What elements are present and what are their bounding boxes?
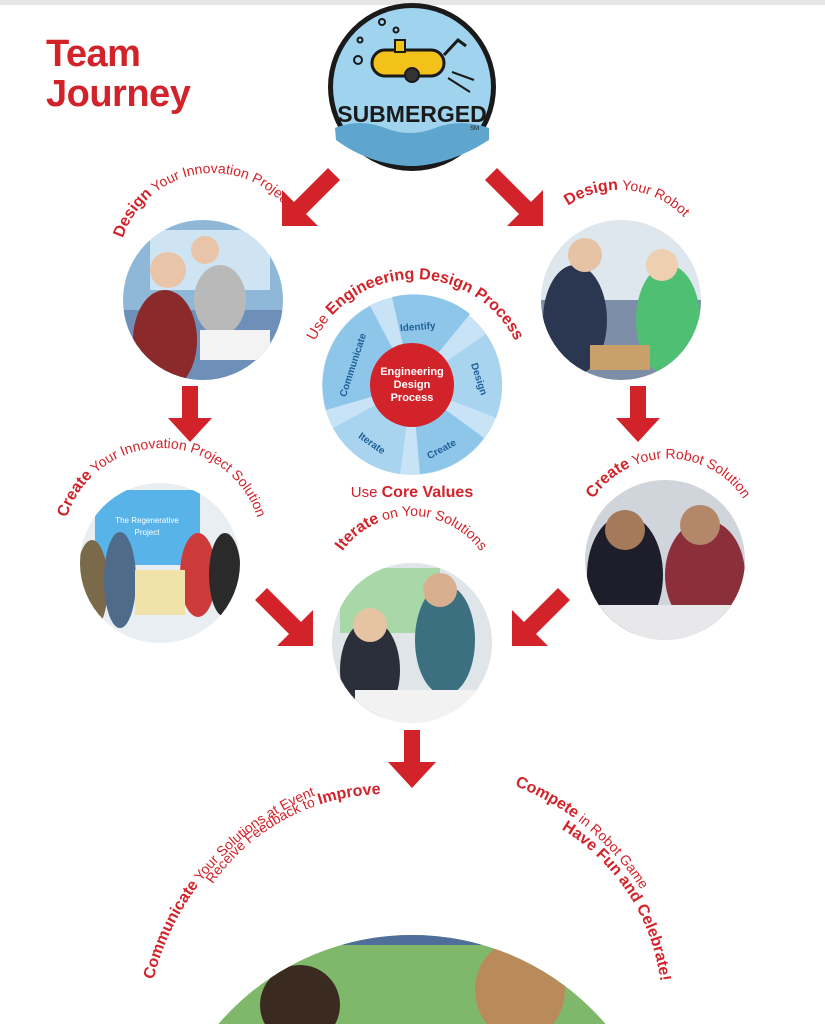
edp-center-line-2: Design: [394, 379, 431, 391]
photo-create-project: The Regenerative Project: [80, 483, 240, 643]
arrow-down-right: [616, 386, 660, 442]
arrow-to-event: [388, 730, 436, 788]
title-line-2: Journey: [46, 73, 191, 115]
logo-trademark: SM: [470, 126, 479, 132]
edp-center-line-1: Engineering: [380, 366, 444, 378]
flow-arrows: [168, 168, 660, 788]
photo-create-robot: [585, 480, 745, 640]
engineering-design-process-wheel: Engineering Design Process Identify Desi…: [322, 294, 503, 475]
arrow-down-left: [168, 386, 212, 442]
projector-line-2: Project: [135, 528, 161, 537]
arrow-to-design-robot: [485, 168, 543, 226]
label-use-core-values: Use Core Values: [351, 484, 474, 501]
page-title: Team Journey: [46, 33, 191, 115]
top-border: [0, 0, 825, 5]
title-line-1: Team: [46, 33, 141, 75]
photo-design-project: [123, 220, 283, 380]
logo-text: SUBMERGED: [337, 101, 487, 127]
projector-line-1: The Regenerative: [115, 516, 179, 525]
submerged-logo: SUBMERGED SM: [328, 3, 496, 171]
photo-iterate: [332, 563, 492, 723]
arrow-to-iterate-left: [255, 588, 313, 646]
edp-center-line-3: Process: [391, 392, 434, 404]
photo-design-robot: [541, 220, 701, 380]
edp-segment-identify: Identify: [400, 321, 437, 334]
edp-center: [370, 343, 454, 427]
arrow-to-design-project: [282, 168, 340, 226]
label-design-robot: Design Your Robot: [561, 177, 693, 220]
label-iterate: Iterate on Your Solutions: [332, 503, 491, 554]
arrow-to-iterate-right: [512, 588, 570, 646]
